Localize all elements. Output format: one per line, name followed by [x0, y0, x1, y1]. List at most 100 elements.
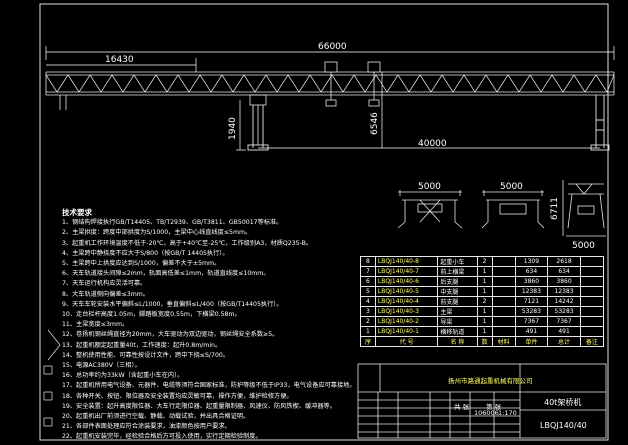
bom-cell: 12383 [514, 286, 549, 297]
truss-member [375, 74, 388, 93]
truss-member [419, 74, 432, 93]
note-item: 17、起重机所用电气设备、元器件、电缆等须符合国家标准，防护等级不低于IP33，… [62, 382, 354, 390]
note-item: 8、大车轨道侧向偏差≤3mm。 [62, 290, 149, 298]
truss-member [452, 74, 465, 93]
bom-cell: 后支腿 [437, 276, 478, 287]
overall-span-text: 66000 [318, 42, 347, 52]
drawing-number: LBQJ140/40 [540, 421, 587, 430]
bom-cell: 3860 [547, 276, 581, 287]
bom-cell: 1 [360, 326, 376, 337]
truss-member [254, 74, 267, 93]
truss-member [166, 74, 179, 93]
truss-member [474, 74, 487, 93]
side-width-b-text: 5000 [500, 182, 523, 192]
leg-height-dimension [236, 100, 246, 151]
bom-cell [579, 306, 605, 317]
bom-cell: 1 [476, 306, 493, 317]
bom-cell: 14242 [547, 296, 581, 307]
corner-marks [43, 329, 61, 427]
bom-cell [579, 276, 605, 287]
bom-cell: 1 [476, 266, 493, 277]
truss-member [540, 74, 553, 93]
truss-member [133, 74, 146, 93]
truss-member [45, 74, 58, 93]
truss-member [67, 74, 80, 93]
bom-cell: LBQJ140/40-6 [374, 276, 439, 287]
side-view-c [562, 180, 606, 237]
overall-span-dimension [45, 46, 615, 60]
bom-cell [491, 306, 516, 317]
bom-cell: 1 [476, 286, 493, 297]
side-width-a-text: 5000 [418, 182, 441, 192]
bom-cell: 2618 [547, 256, 581, 267]
truss-member [210, 74, 223, 93]
truss-member [243, 74, 256, 93]
bom-header-cell: 单件 [514, 336, 549, 347]
bom-cell: 5 [360, 286, 376, 297]
bom-cell [579, 296, 605, 307]
bom-cell [579, 326, 605, 337]
bom-cell: 634 [514, 266, 549, 277]
bom-cell: 前支腿 [437, 296, 478, 307]
bom-cell: 1 [476, 326, 493, 337]
note-item: 10、走台栏杆高度1.05m，脚踏板宽度0.55m，下横梁0.58m。 [62, 311, 241, 319]
truss-member [606, 74, 615, 93]
note-item: 6、天车轨道接头间隙≤2mm，轨面高低差≤1mm，轨道直线度≤10mm。 [62, 270, 270, 278]
title-block-frame [357, 363, 607, 439]
cantilever-dimension [46, 58, 197, 72]
bom-cell: LBQJ140/40-7 [374, 266, 439, 277]
truss-member [386, 74, 399, 93]
bom-cell: 导梁 [437, 316, 478, 327]
truss-member [177, 74, 190, 93]
bom-cell: 634 [547, 266, 581, 277]
title-block: 扬州市路通起重机械有限公司 40t架桥机 LBQJ140/40 106006 1… [358, 363, 606, 438]
bom-cell: 起重小车 [437, 256, 478, 267]
bom-cell: LBQJ140/40-8 [374, 256, 439, 267]
bom-cell: 2 [476, 296, 493, 307]
bom-cell: 7121 [514, 296, 549, 307]
bom-cell: 2 [360, 316, 376, 327]
bom-cell: 7367 [547, 316, 581, 327]
bom-cell [579, 256, 605, 267]
bom-cell: 1309 [514, 256, 549, 267]
bom-cell: 4 [360, 296, 376, 307]
notes-title: 技术要求 [62, 208, 92, 217]
lifting-trolleys [324, 61, 381, 107]
truss-member [221, 74, 234, 93]
truss-member [408, 74, 421, 93]
bom-cell: 53283 [514, 306, 549, 317]
main-span-text: 40000 [418, 139, 447, 149]
truss-member [441, 74, 454, 93]
notes-list: 1、钢结构焊接执行GB/T14405、TB/T2939、GB/T3811、GB5… [62, 218, 354, 442]
sheet-total: 共 张 [454, 403, 470, 411]
bom-cell: 53283 [547, 306, 581, 317]
bom-cell: 1 [476, 316, 493, 327]
truss-member [78, 74, 91, 93]
bom-cell: 12383 [547, 286, 581, 297]
truss-member [309, 74, 322, 93]
truss-member [595, 74, 608, 93]
bom-cell [491, 326, 516, 337]
bom-cell: 7 [360, 266, 376, 277]
bom-cell: LBQJ140/40-1 [374, 326, 439, 337]
truss-member [56, 74, 69, 93]
bom-cell: LBQJ140/40-4 [374, 296, 439, 307]
bom-cell: LBQJ140/40-3 [374, 306, 439, 317]
bom-header-cell: 数 [476, 336, 493, 347]
truss-member [342, 74, 355, 93]
note-item: 21、各部件表面处理应符合涂装要求，油漆颜色按用户要求。 [62, 423, 231, 431]
bom-cell: 主梁 [437, 306, 478, 317]
note-item: 14、整机使用性能、可靠性按设计文件，跨中下挠≤S/700。 [62, 351, 230, 359]
truss-member [518, 74, 531, 93]
bom-cell: 8 [360, 256, 376, 267]
company-name: 扬州市路通起重机械有限公司 [448, 377, 533, 385]
truss-member [144, 74, 157, 93]
